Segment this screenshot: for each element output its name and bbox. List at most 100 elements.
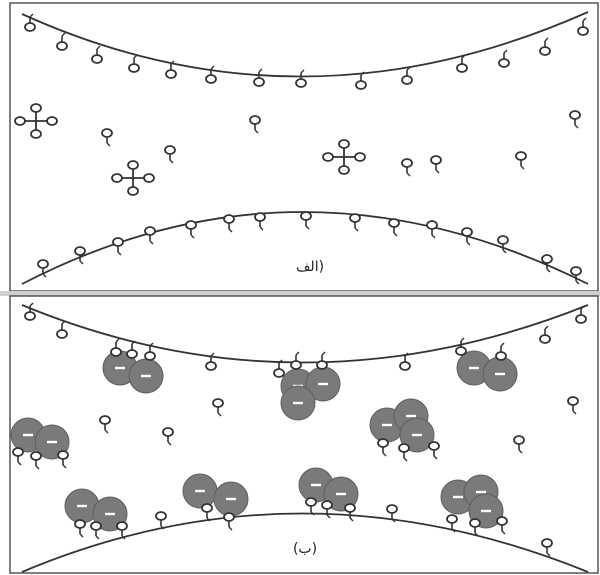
molecule-icon	[570, 266, 582, 285]
molecule-icon	[74, 246, 86, 265]
panel-b-particles	[10, 350, 518, 532]
molecule-icon	[398, 443, 410, 462]
molecule-icon	[461, 227, 473, 246]
particle-icon	[34, 424, 70, 460]
molecule-icon	[569, 110, 581, 129]
molecule-icon	[56, 320, 68, 339]
molecule-icon	[223, 512, 235, 531]
molecule-icon	[316, 351, 328, 370]
molecule-icon	[90, 521, 102, 540]
molecule-icon	[497, 235, 509, 254]
panel-b-label: (ب)	[293, 541, 317, 557]
molecule-icon	[144, 226, 156, 245]
particle-icon	[128, 358, 164, 394]
molecule-icon	[575, 305, 587, 324]
panel-a: (الف	[9, 2, 599, 292]
molecule-icon	[116, 521, 128, 540]
molecule-icon	[541, 538, 553, 557]
panel-b-bottom-membrane	[21, 512, 589, 573]
molecule-icon	[446, 514, 458, 533]
molecule-icon	[539, 325, 551, 344]
panel-a-top-molecules	[24, 13, 589, 90]
molecule-icon	[321, 500, 333, 519]
panel-b-bottom-molecules	[12, 438, 553, 557]
molecule-icon	[539, 37, 551, 56]
molecule-icon	[515, 151, 527, 170]
molecule-icon	[37, 259, 49, 278]
molecule-icon	[495, 342, 507, 361]
molecule-icon	[541, 254, 553, 273]
particle-icon	[323, 476, 359, 512]
molecule-icon	[295, 69, 307, 88]
molecule-icon	[110, 338, 122, 357]
molecule-icon	[456, 54, 468, 73]
molecule-icon	[212, 398, 224, 417]
panel-a-label: (الف	[296, 259, 324, 275]
particle-icon	[399, 417, 435, 453]
particle-icon	[280, 385, 316, 421]
molecule-icon	[344, 503, 356, 522]
molecule-icon	[249, 115, 261, 134]
molecule-icon	[205, 65, 217, 84]
molecule-icon	[377, 438, 389, 457]
particle-icon	[482, 356, 518, 392]
molecule-icon	[498, 49, 510, 68]
panel-separator	[0, 291, 600, 296]
panel-b-top-molecules	[24, 302, 587, 378]
panel-a-frame	[9, 2, 599, 292]
molecule-icon	[300, 211, 312, 230]
cross-molecule-icon	[322, 139, 366, 175]
molecule-icon	[430, 155, 442, 174]
molecule-icon	[567, 396, 579, 415]
panel-b-frame	[9, 295, 599, 574]
panel-b-free-molecules	[99, 396, 579, 454]
molecule-icon	[577, 17, 589, 36]
molecule-icon	[469, 518, 481, 537]
molecule-icon	[164, 145, 176, 164]
molecule-icon	[223, 214, 235, 233]
molecule-icon	[205, 352, 217, 371]
molecule-icon	[428, 441, 440, 460]
molecule-icon	[165, 60, 177, 79]
molecule-icon	[399, 352, 411, 371]
molecule-icon	[401, 158, 413, 177]
molecule-icon	[74, 519, 86, 538]
molecule-icon	[290, 351, 302, 370]
panel-a-free-molecules	[101, 110, 581, 177]
molecule-icon	[401, 66, 413, 85]
molecule-icon	[349, 213, 361, 232]
molecule-icon	[101, 128, 113, 147]
molecule-icon	[24, 302, 36, 321]
cross-molecule-icon	[111, 160, 155, 196]
panel-b-top-membrane	[21, 304, 589, 364]
panel-a-bottom-molecules	[37, 211, 582, 285]
particle-icon	[182, 473, 218, 509]
molecule-icon	[112, 237, 124, 256]
cross-molecule-icon	[14, 103, 58, 139]
molecule-icon	[91, 45, 103, 64]
molecule-icon	[126, 340, 138, 359]
molecule-icon	[254, 212, 266, 231]
molecule-icon	[455, 337, 467, 356]
panel-b: (ب)	[9, 295, 599, 574]
molecule-icon	[386, 504, 398, 523]
molecule-icon	[24, 13, 36, 32]
molecule-icon	[496, 516, 508, 535]
molecule-icon	[253, 68, 265, 87]
molecule-icon	[128, 54, 140, 73]
panel-a-cross-molecules	[14, 103, 366, 196]
molecule-icon	[273, 359, 285, 378]
molecule-icon	[99, 415, 111, 434]
molecule-icon	[426, 220, 438, 239]
molecule-icon	[144, 342, 156, 361]
molecule-icon	[57, 450, 69, 469]
molecule-icon	[305, 497, 317, 516]
molecule-icon	[155, 511, 167, 530]
panel-a-top-membrane	[21, 11, 589, 78]
molecule-icon	[355, 71, 367, 90]
molecule-icon	[162, 427, 174, 446]
molecule-icon	[30, 451, 42, 470]
molecule-icon	[513, 435, 525, 454]
molecule-icon	[201, 503, 213, 522]
